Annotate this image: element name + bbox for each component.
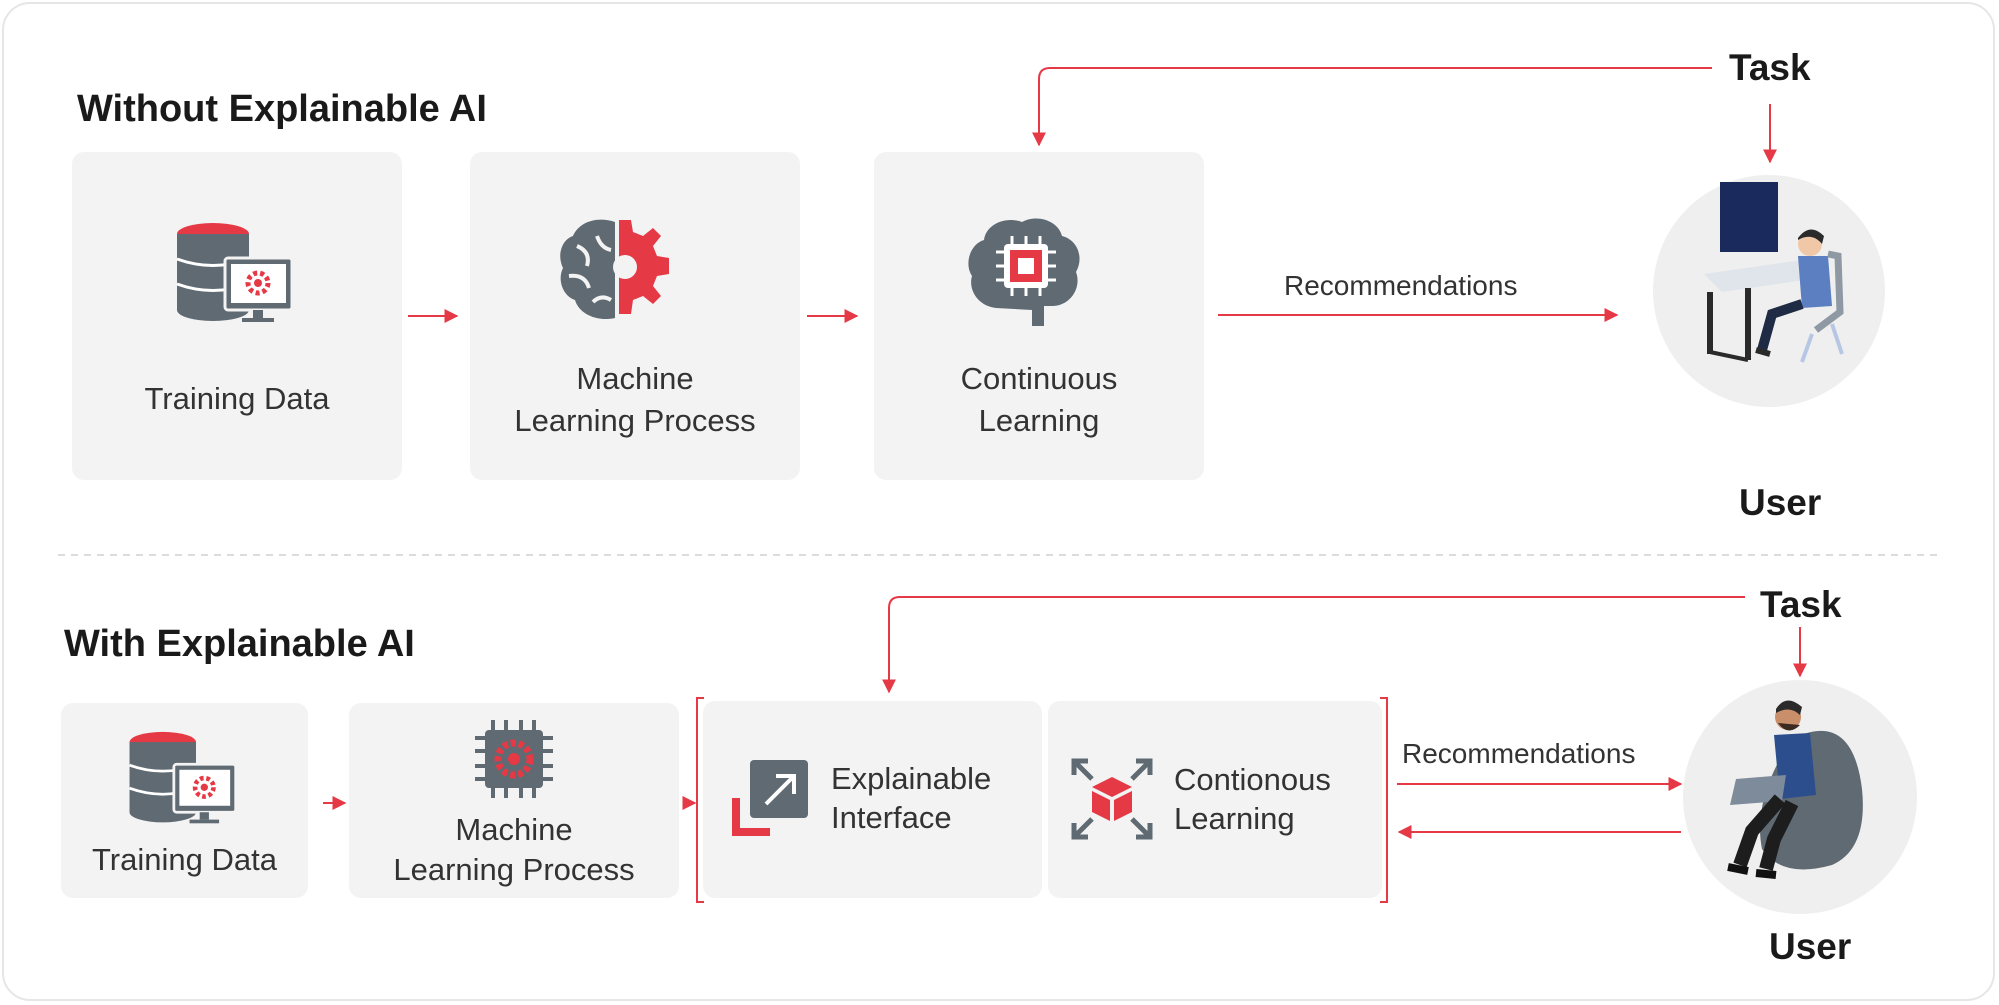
section-title-without-xai: Without Explainable AI: [77, 88, 487, 130]
explainable-interface-label-line1: Explainable: [831, 761, 992, 796]
cube-arrows-icon: [1071, 758, 1153, 840]
ml-process-label-bottom-line2: Learning Process: [393, 852, 635, 887]
ml-process-label-line1: Machine: [576, 361, 694, 396]
arrow-task-to-interface: [882, 596, 1745, 694]
ml-process-box: [470, 152, 800, 480]
brain-gear-icon: [560, 219, 669, 320]
ml-process-label-bottom-line1: Machine: [455, 812, 573, 847]
database-monitor-icon: [176, 223, 294, 322]
recommendations-label-top: Recommendations: [1284, 270, 1518, 301]
arrow-task-to-continuous: [1032, 67, 1712, 147]
chip-gear-icon: [475, 720, 553, 798]
training-data-label: Training Data: [144, 381, 330, 416]
task-label-bottom: Task: [1760, 584, 1842, 625]
section-title-with-xai: With Explainable AI: [64, 623, 415, 665]
user-label-bottom: User: [1769, 926, 1852, 967]
interface-group-bracket-right: [1380, 697, 1388, 903]
ml-process-label-line2: Learning Process: [514, 403, 756, 438]
database-monitor-icon-bottom: [129, 731, 238, 824]
task-label-top: Task: [1729, 47, 1811, 88]
continuous-learning-label-line1: Continuous: [960, 361, 1118, 396]
user-label-top: User: [1739, 482, 1822, 523]
brain-chip-icon: [968, 218, 1080, 326]
recommendations-label-bottom: Recommendations: [1402, 738, 1636, 769]
contionous-learning-label-line1: Contionous: [1174, 762, 1331, 797]
user-desk-illustration: [1653, 175, 1885, 407]
expand-arrow-icon: [732, 760, 808, 836]
explainable-interface-label-line2: Interface: [831, 800, 952, 835]
contionous-learning-label-line2: Learning: [1174, 801, 1295, 836]
interface-group-bracket-left: [696, 697, 704, 903]
continuous-learning-label-line2: Learning: [978, 403, 1100, 438]
training-data-label-bottom: Training Data: [92, 842, 277, 877]
user-beanbag-illustration: [1683, 680, 1917, 914]
